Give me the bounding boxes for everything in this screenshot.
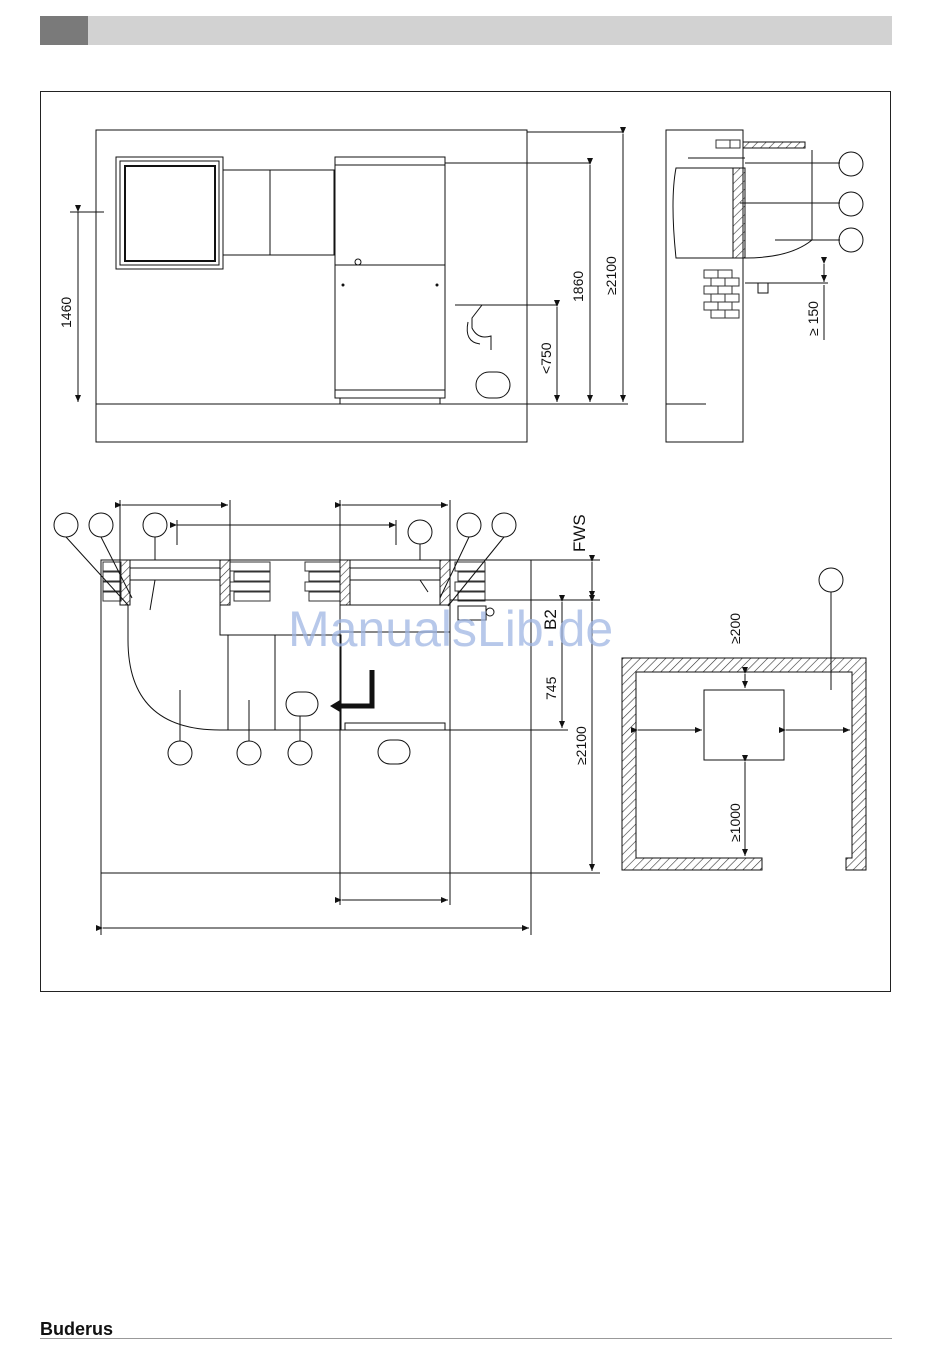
dim-750: <750 — [538, 342, 554, 374]
clearance-plan — [622, 568, 866, 870]
brand-logo: Buderus — [40, 1319, 113, 1340]
callout-c — [839, 228, 863, 252]
dim-1860: 1860 — [570, 271, 586, 302]
dim-2100-front: ≥2100 — [603, 256, 619, 295]
dim-1460: 1460 — [58, 297, 74, 328]
dim-745: 745 — [543, 676, 559, 700]
dim-1000: ≥1000 — [727, 803, 743, 842]
dim-150: ≥ 150 — [805, 301, 821, 336]
side-view — [666, 130, 863, 442]
front-view-room — [96, 130, 527, 442]
duct-section — [223, 170, 334, 255]
label-fws: FWS — [570, 514, 589, 552]
front-view — [96, 130, 623, 442]
footer-rule — [40, 1338, 892, 1339]
watermark: ManualsLib.de — [288, 600, 613, 658]
callout-a — [839, 152, 863, 176]
wall-opening — [116, 157, 223, 269]
drain-pot — [476, 372, 510, 398]
plan-view — [54, 513, 531, 873]
dim-2100-plan: ≥2100 — [573, 726, 589, 765]
siphon — [455, 305, 491, 350]
heat-pump-unit — [335, 157, 445, 398]
callout-b — [839, 192, 863, 216]
dim-200: ≥200 — [727, 613, 743, 644]
